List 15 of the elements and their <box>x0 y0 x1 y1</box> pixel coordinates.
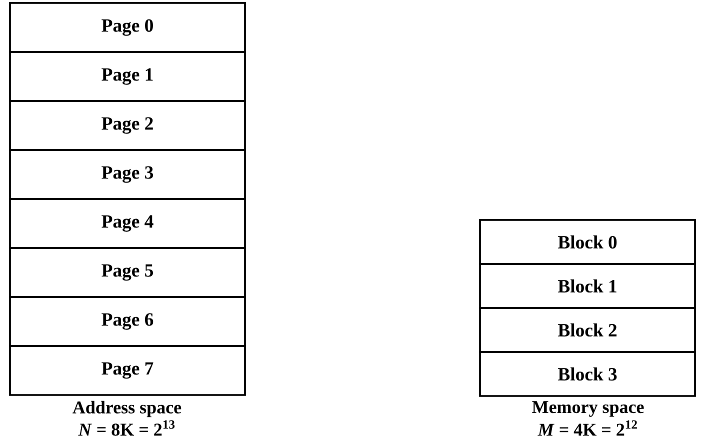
size-formula: M = 4K = 2$^{12}$ <box>538 420 637 436</box>
block-cell: Block 2 <box>479 307 696 353</box>
block-cell: Block 3 <box>479 351 696 397</box>
page-cell: Page 6 <box>9 296 246 347</box>
page-cell: Page 0 <box>9 2 246 53</box>
caption: Memory space <box>532 401 644 417</box>
size-formula: N = 8K = 2$^{13}$ <box>78 420 175 436</box>
page-cell: Page 1 <box>9 51 246 102</box>
page-cell: Page 3 <box>9 149 246 200</box>
page-cell: Page 2 <box>9 100 246 151</box>
page-cell: Page 5 <box>9 247 246 298</box>
block-cell: Block 1 <box>479 263 696 309</box>
page-cell: Page 7 <box>9 345 246 396</box>
page-cell: Page 4 <box>9 198 246 249</box>
block-cell: Block 0 <box>479 219 696 265</box>
